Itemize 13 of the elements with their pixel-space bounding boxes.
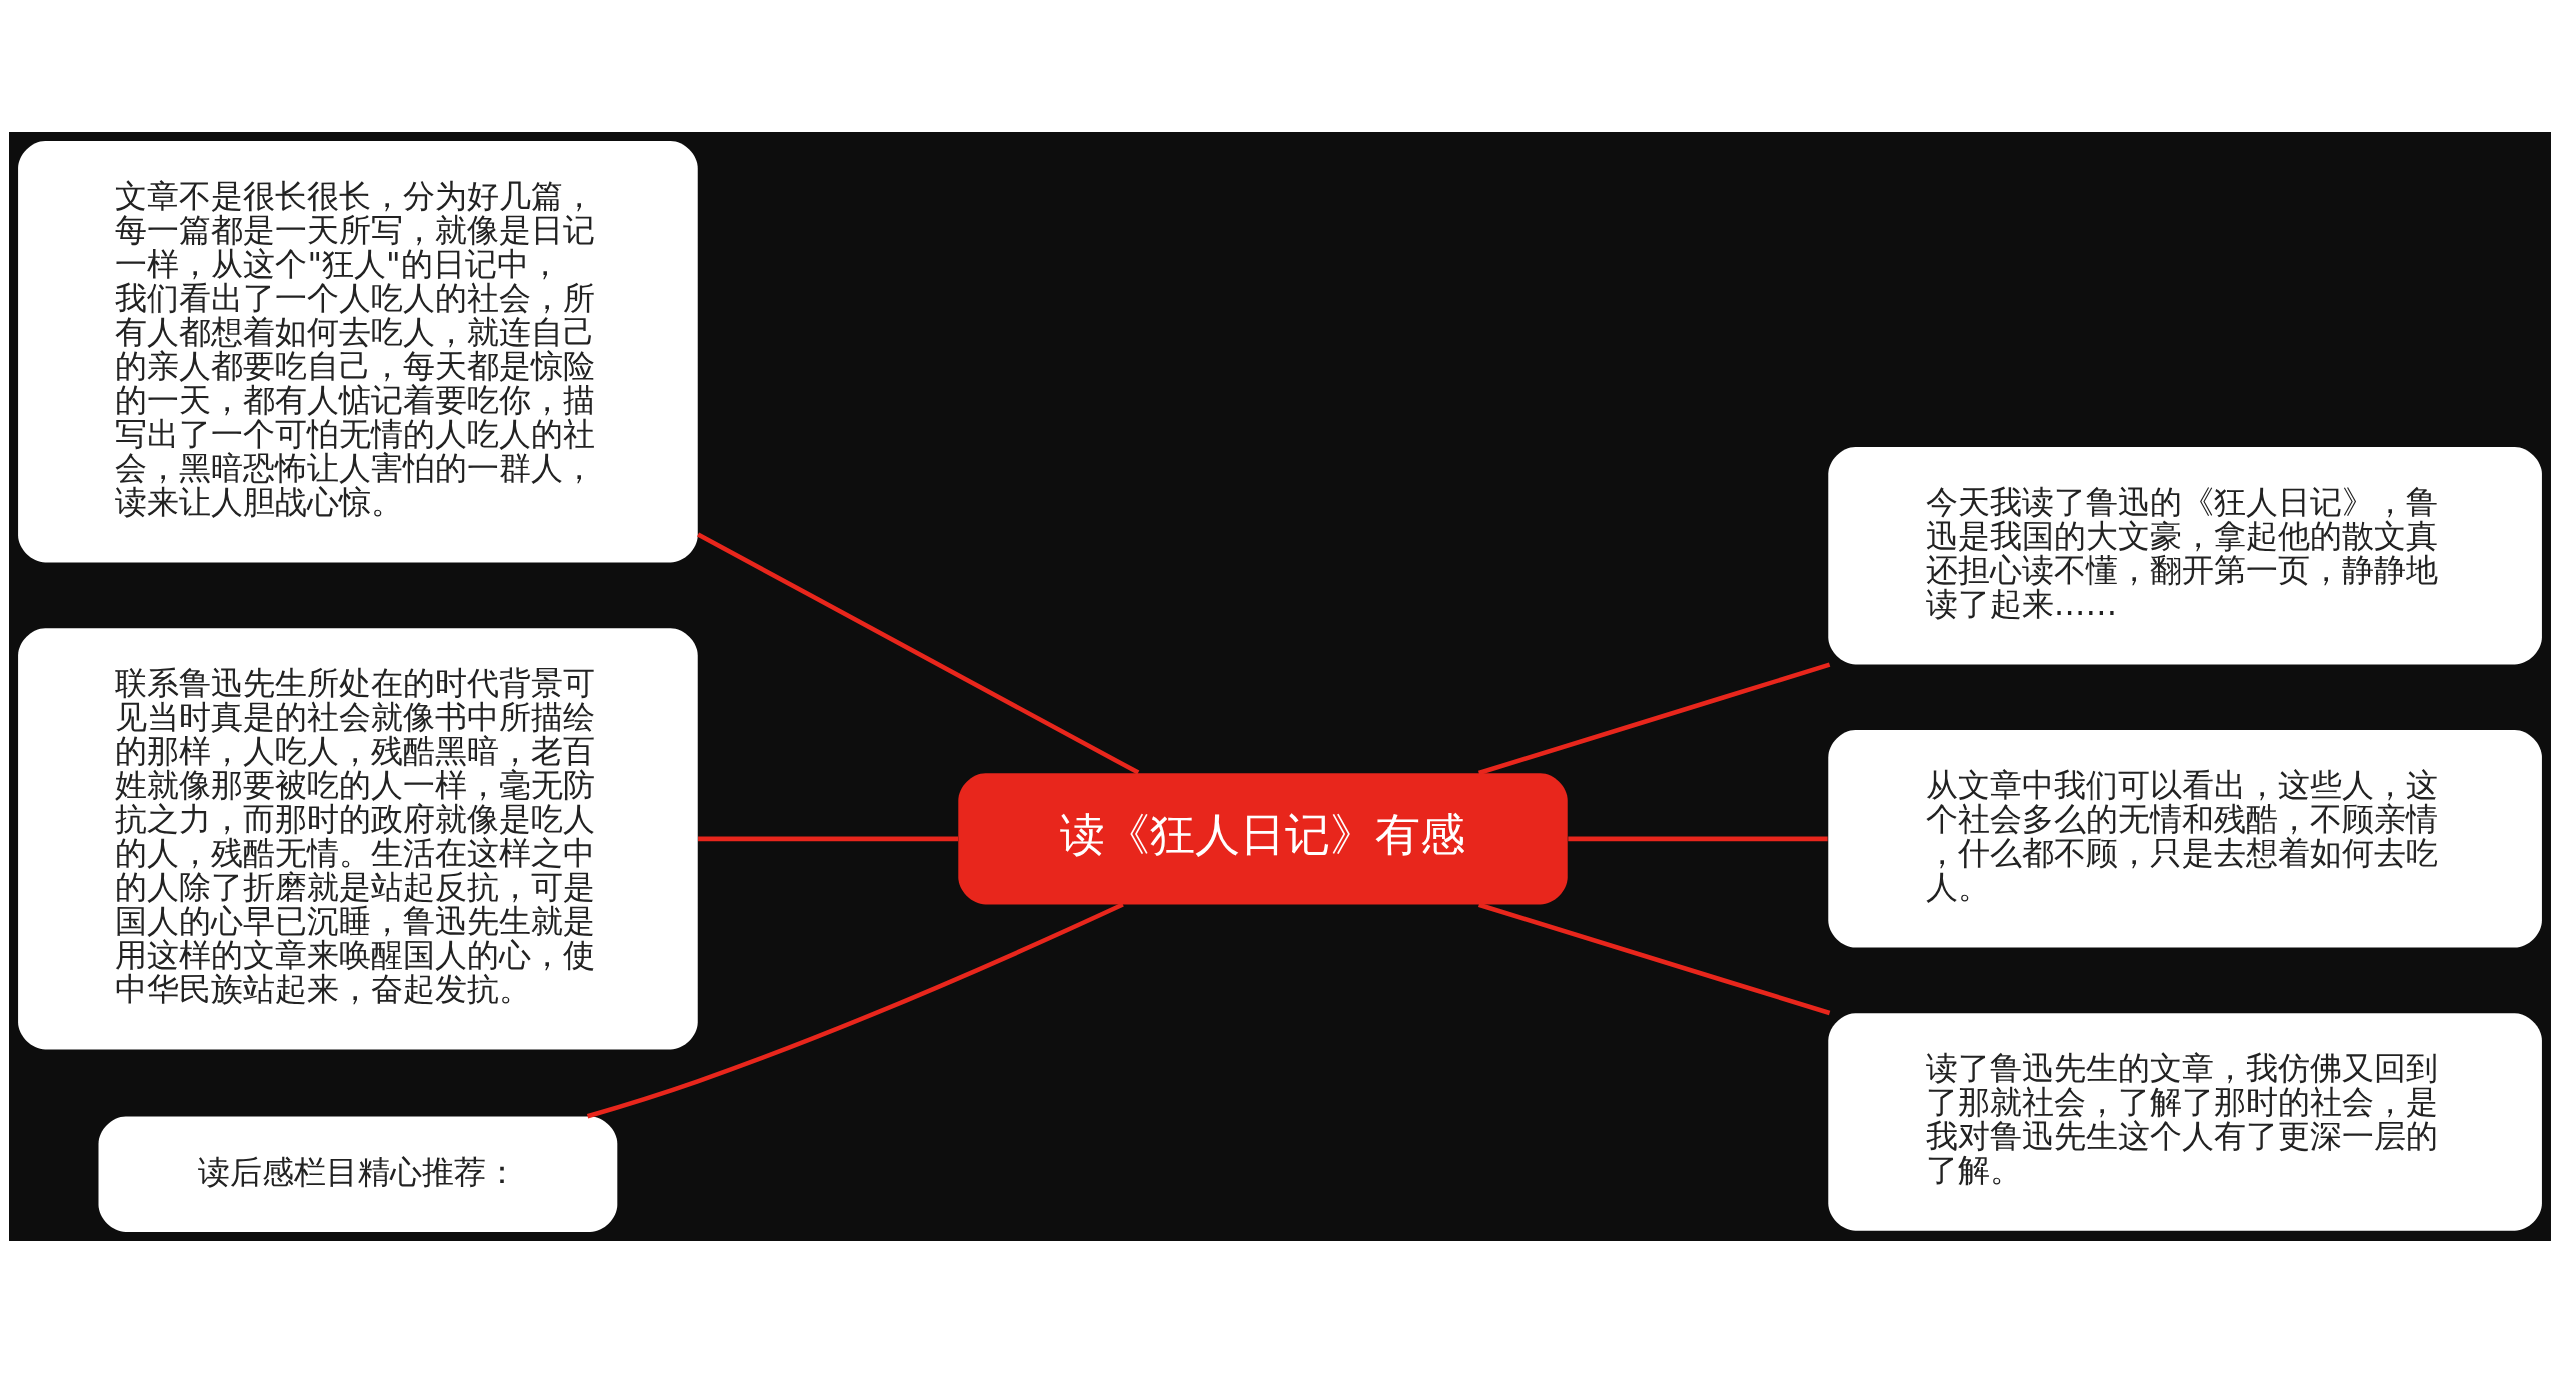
- connector: [1568, 836, 1828, 842]
- connector: [586, 902, 1124, 1119]
- connector: [697, 532, 1140, 775]
- node-box: 读《狂人日记》有感: [958, 773, 1568, 905]
- node-box: 读了鲁迅先生的文章，我仿佛又回到了那就社会，了解了那时的社会，是我对鲁迅先生这个人有了更深一层的了解。: [1828, 1013, 2542, 1231]
- connector: [1478, 902, 1831, 1016]
- node-box: 今天我读了鲁迅的《狂人日记》，鲁迅是我国的大文豪，拿起他的散文真还担心读不懂，翻开第一页，静静地读了起来……: [1828, 446, 2542, 665]
- node-box: 文章不是很长很长，分为好几篇，每一篇都是一天所写，就像是日记一样，从这个"狂人"的日记中，我们看出了一个人吃人的社会，所有人都想着如何去吃人，就连自己的亲人都要吃自己，每天都是惊险的一天，都有人惦记着要吃你，描写出了一个可怕无情的人吃人的社会，黑暗恐怖让人害怕的一群人，读来让人胆战心惊。: [18, 141, 698, 563]
- node-box: 从文章中我们可以看出，这些人，这个社会多么的无情和残酷，不顾亲情，什么都不顾，只是去想着如何去吃人。: [1828, 730, 2542, 948]
- node-box: 读后感栏目精心推荐：: [98, 1116, 618, 1232]
- connector: [698, 836, 958, 842]
- connector: [1478, 662, 1831, 776]
- node-box: 联系鲁迅先生所处在的时代背景可见当时真是的社会就像书中所描绘的那样，人吃人，残酷黑暗，老百姓就像那要被吃的人一样，毫无防抗之力，而那时的政府就像是吃人的人，残酷无情。生活在这样之中的人除了折磨就是站起反抗，可是国人的心早已沉睡，鲁迅先生就是用这样的文章来唤醒国人的心，使中华民族站起来，奋起发抗。: [18, 628, 698, 1050]
